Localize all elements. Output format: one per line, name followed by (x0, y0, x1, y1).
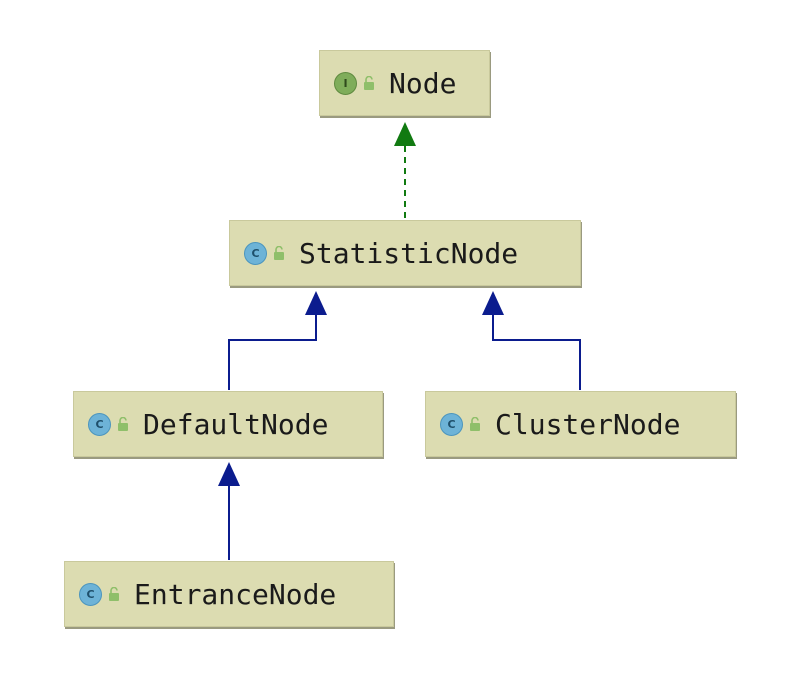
node-label: EntranceNode (134, 577, 337, 611)
entrance-node-class-box[interactable]: C EntranceNode (64, 561, 394, 627)
interface-icon: I (334, 71, 357, 95)
edge-cluster-to-statistic (482, 291, 581, 390)
class-icon: C (88, 412, 111, 436)
class-icon: C (244, 241, 267, 265)
edge-statistic-to-node (394, 122, 416, 218)
unlocked-icon (274, 246, 284, 260)
unlocked-icon (470, 417, 480, 431)
edge-default-to-statistic (228, 291, 327, 390)
arrowhead (218, 462, 240, 486)
node-label: StatisticNode (299, 236, 519, 270)
arrowhead (482, 291, 504, 315)
edge-entrance-to-default (218, 462, 240, 560)
node-label: Node (389, 66, 457, 100)
arrowhead (305, 291, 327, 315)
cluster-node-class-box[interactable]: C ClusterNode (425, 391, 736, 457)
statistic-node-class-box[interactable]: C StatisticNode (229, 220, 581, 286)
unlocked-icon (109, 587, 119, 601)
node-interface-box[interactable]: I Node (319, 50, 490, 116)
node-label: DefaultNode (143, 407, 329, 441)
node-label: ClusterNode (495, 407, 681, 441)
unlocked-icon (364, 76, 374, 90)
arrowhead (394, 122, 416, 146)
default-node-class-box[interactable]: C DefaultNode (73, 391, 383, 457)
class-icon: C (79, 582, 102, 606)
class-icon: C (440, 412, 463, 436)
unlocked-icon (118, 417, 128, 431)
